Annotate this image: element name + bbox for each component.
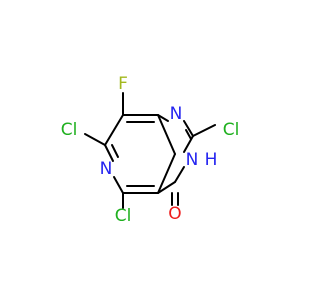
atom-nitrogen-1: N xyxy=(170,104,183,124)
atom-nitrogen-6: N xyxy=(100,159,113,179)
molecule-structure: F Cl N Cl N N H Cl O xyxy=(61,74,240,226)
bond-n3-c4 xyxy=(174,166,185,183)
atom-chlorine-7: Cl xyxy=(61,120,78,140)
bond-n1-c2-inner xyxy=(185,129,192,140)
bond-c7-n6-inner xyxy=(111,144,119,158)
bond-c8-c7 xyxy=(104,114,124,146)
bond-c7-n6 xyxy=(104,144,114,162)
bond-c4-c4a xyxy=(157,181,176,194)
bond-c7-cl xyxy=(84,133,106,146)
atom-chlorine-5: Cl xyxy=(115,206,132,226)
atom-chlorine-2: Cl xyxy=(223,120,240,140)
bonds xyxy=(84,92,216,209)
bond-c8a-n1 xyxy=(157,114,169,122)
atom-hydrogen-3: H xyxy=(205,150,218,170)
atom-fluorine: F xyxy=(118,74,128,94)
atom-labels: F Cl N Cl N N H Cl O xyxy=(61,74,240,226)
molecule-diagram: F Cl N Cl N N H Cl O xyxy=(60,74,240,226)
bond-c2-cl xyxy=(192,124,216,137)
bond-c8a-c4a-link xyxy=(157,114,176,155)
bond-c2-n3 xyxy=(183,135,194,153)
bond-n1-c2 xyxy=(183,120,194,137)
bond-n6-c5 xyxy=(113,176,124,194)
bond-c4a-c8a xyxy=(157,153,176,194)
atom-nitrogen-3: N xyxy=(186,150,199,170)
atom-oxygen: O xyxy=(168,204,181,224)
